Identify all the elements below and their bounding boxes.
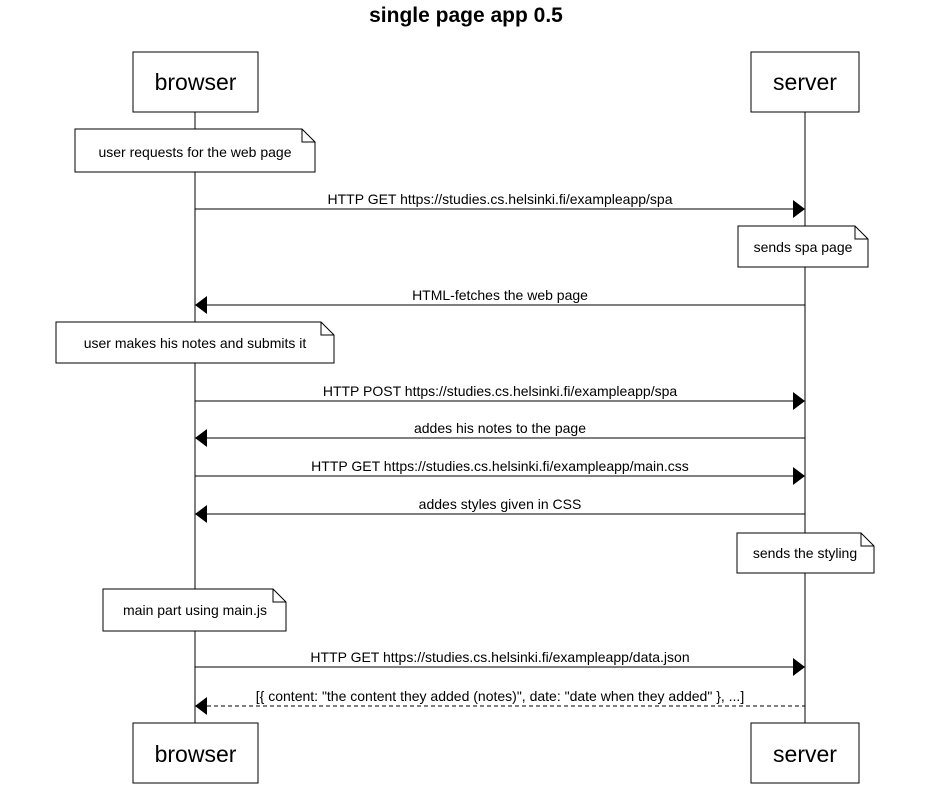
actor-server-top-label: server: [773, 69, 837, 95]
arrowhead-right-icon: [793, 467, 805, 485]
message-get-data-json-label: HTTP GET https://studies.cs.helsinki.fi/…: [310, 649, 689, 665]
note-sends-styling-text: sends the styling: [753, 545, 857, 561]
actor-server-bottom: server: [750, 722, 860, 784]
note-main-part-text: main part using main.js: [123, 602, 267, 618]
diagram-title: single page app 0.5: [369, 4, 563, 27]
message-adds-styles: addes styles given in CSS: [195, 496, 805, 523]
message-get-main-css: HTTP GET https://studies.cs.helsinki.fi/…: [195, 458, 805, 485]
note-user-makes-notes-text: user makes his notes and submits it: [84, 335, 307, 351]
message-get-data-json: HTTP GET https://studies.cs.helsinki.fi/…: [195, 649, 805, 676]
note-main-part: main part using main.js: [102, 588, 287, 632]
actor-server-top: server: [750, 51, 860, 113]
arrowhead-left-icon: [195, 697, 207, 715]
note-sends-spa-page: sends spa page: [737, 225, 869, 268]
arrowhead-right-icon: [793, 658, 805, 676]
actor-server-bottom-label: server: [773, 741, 837, 767]
message-html-fetch: HTML-fetches the web page: [195, 287, 805, 314]
message-post-spa-label: HTTP POST https://studies.cs.helsinki.fi…: [323, 383, 678, 399]
message-get-spa-label: HTTP GET https://studies.cs.helsinki.fi/…: [328, 191, 673, 207]
message-get-spa: HTTP GET https://studies.cs.helsinki.fi/…: [195, 191, 805, 218]
note-user-requests: user requests for the web page: [74, 128, 316, 173]
note-sends-spa-page-text: sends spa page: [754, 239, 853, 255]
message-data-response: [{ content: "the content they added (not…: [195, 688, 805, 715]
message-adds-notes-label: addes his notes to the page: [414, 420, 586, 436]
arrowhead-left-icon: [195, 429, 207, 447]
note-sends-styling: sends the styling: [736, 532, 875, 574]
arrowhead-left-icon: [195, 296, 207, 314]
message-post-spa: HTTP POST https://studies.cs.helsinki.fi…: [195, 383, 805, 410]
note-user-requests-text: user requests for the web page: [98, 144, 291, 160]
message-html-fetch-label: HTML-fetches the web page: [412, 287, 588, 303]
message-adds-notes: addes his notes to the page: [195, 420, 805, 447]
actor-browser-bottom: browser: [132, 722, 259, 784]
actor-browser-top: browser: [132, 51, 259, 113]
actor-browser-top-label: browser: [155, 69, 237, 95]
arrowhead-right-icon: [793, 200, 805, 218]
actor-browser-bottom-label: browser: [155, 741, 237, 767]
message-adds-styles-label: addes styles given in CSS: [419, 496, 582, 512]
message-get-main-css-label: HTTP GET https://studies.cs.helsinki.fi/…: [311, 458, 689, 474]
arrowhead-left-icon: [195, 505, 207, 523]
message-data-response-label: [{ content: "the content they added (not…: [256, 688, 744, 704]
arrowhead-right-icon: [793, 392, 805, 410]
note-user-makes-notes: user makes his notes and submits it: [55, 321, 335, 364]
